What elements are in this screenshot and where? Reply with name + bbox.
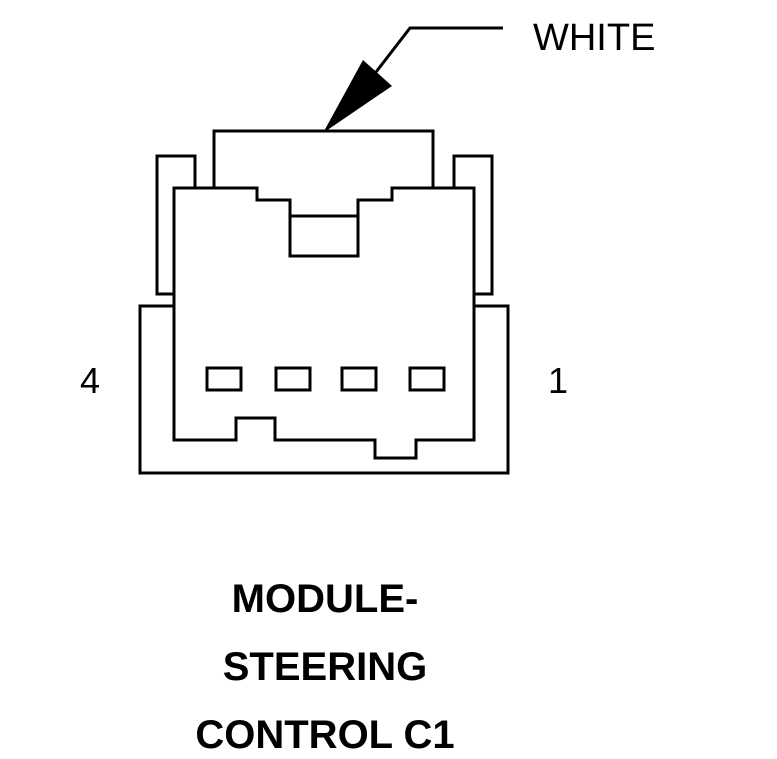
pin-cavity: [274, 366, 312, 392]
wire-color-label: WHITE: [533, 17, 655, 59]
caption-line-3: CONTROL C1: [195, 713, 454, 757]
pin-number-left: 4: [80, 360, 100, 401]
caption-line-2: STEERING: [223, 645, 427, 689]
caption-line-1: MODULE-: [232, 577, 419, 621]
pin-cavity: [408, 366, 446, 392]
connector-body-outline: [172, 186, 476, 460]
pin-number-right: 1: [548, 360, 568, 401]
pin-cavity: [205, 366, 243, 392]
pin-cavity: [340, 366, 378, 392]
lock-tab-outline: [212, 129, 435, 188]
arrowhead-icon: [323, 60, 392, 133]
leader-line: [374, 26, 503, 73]
